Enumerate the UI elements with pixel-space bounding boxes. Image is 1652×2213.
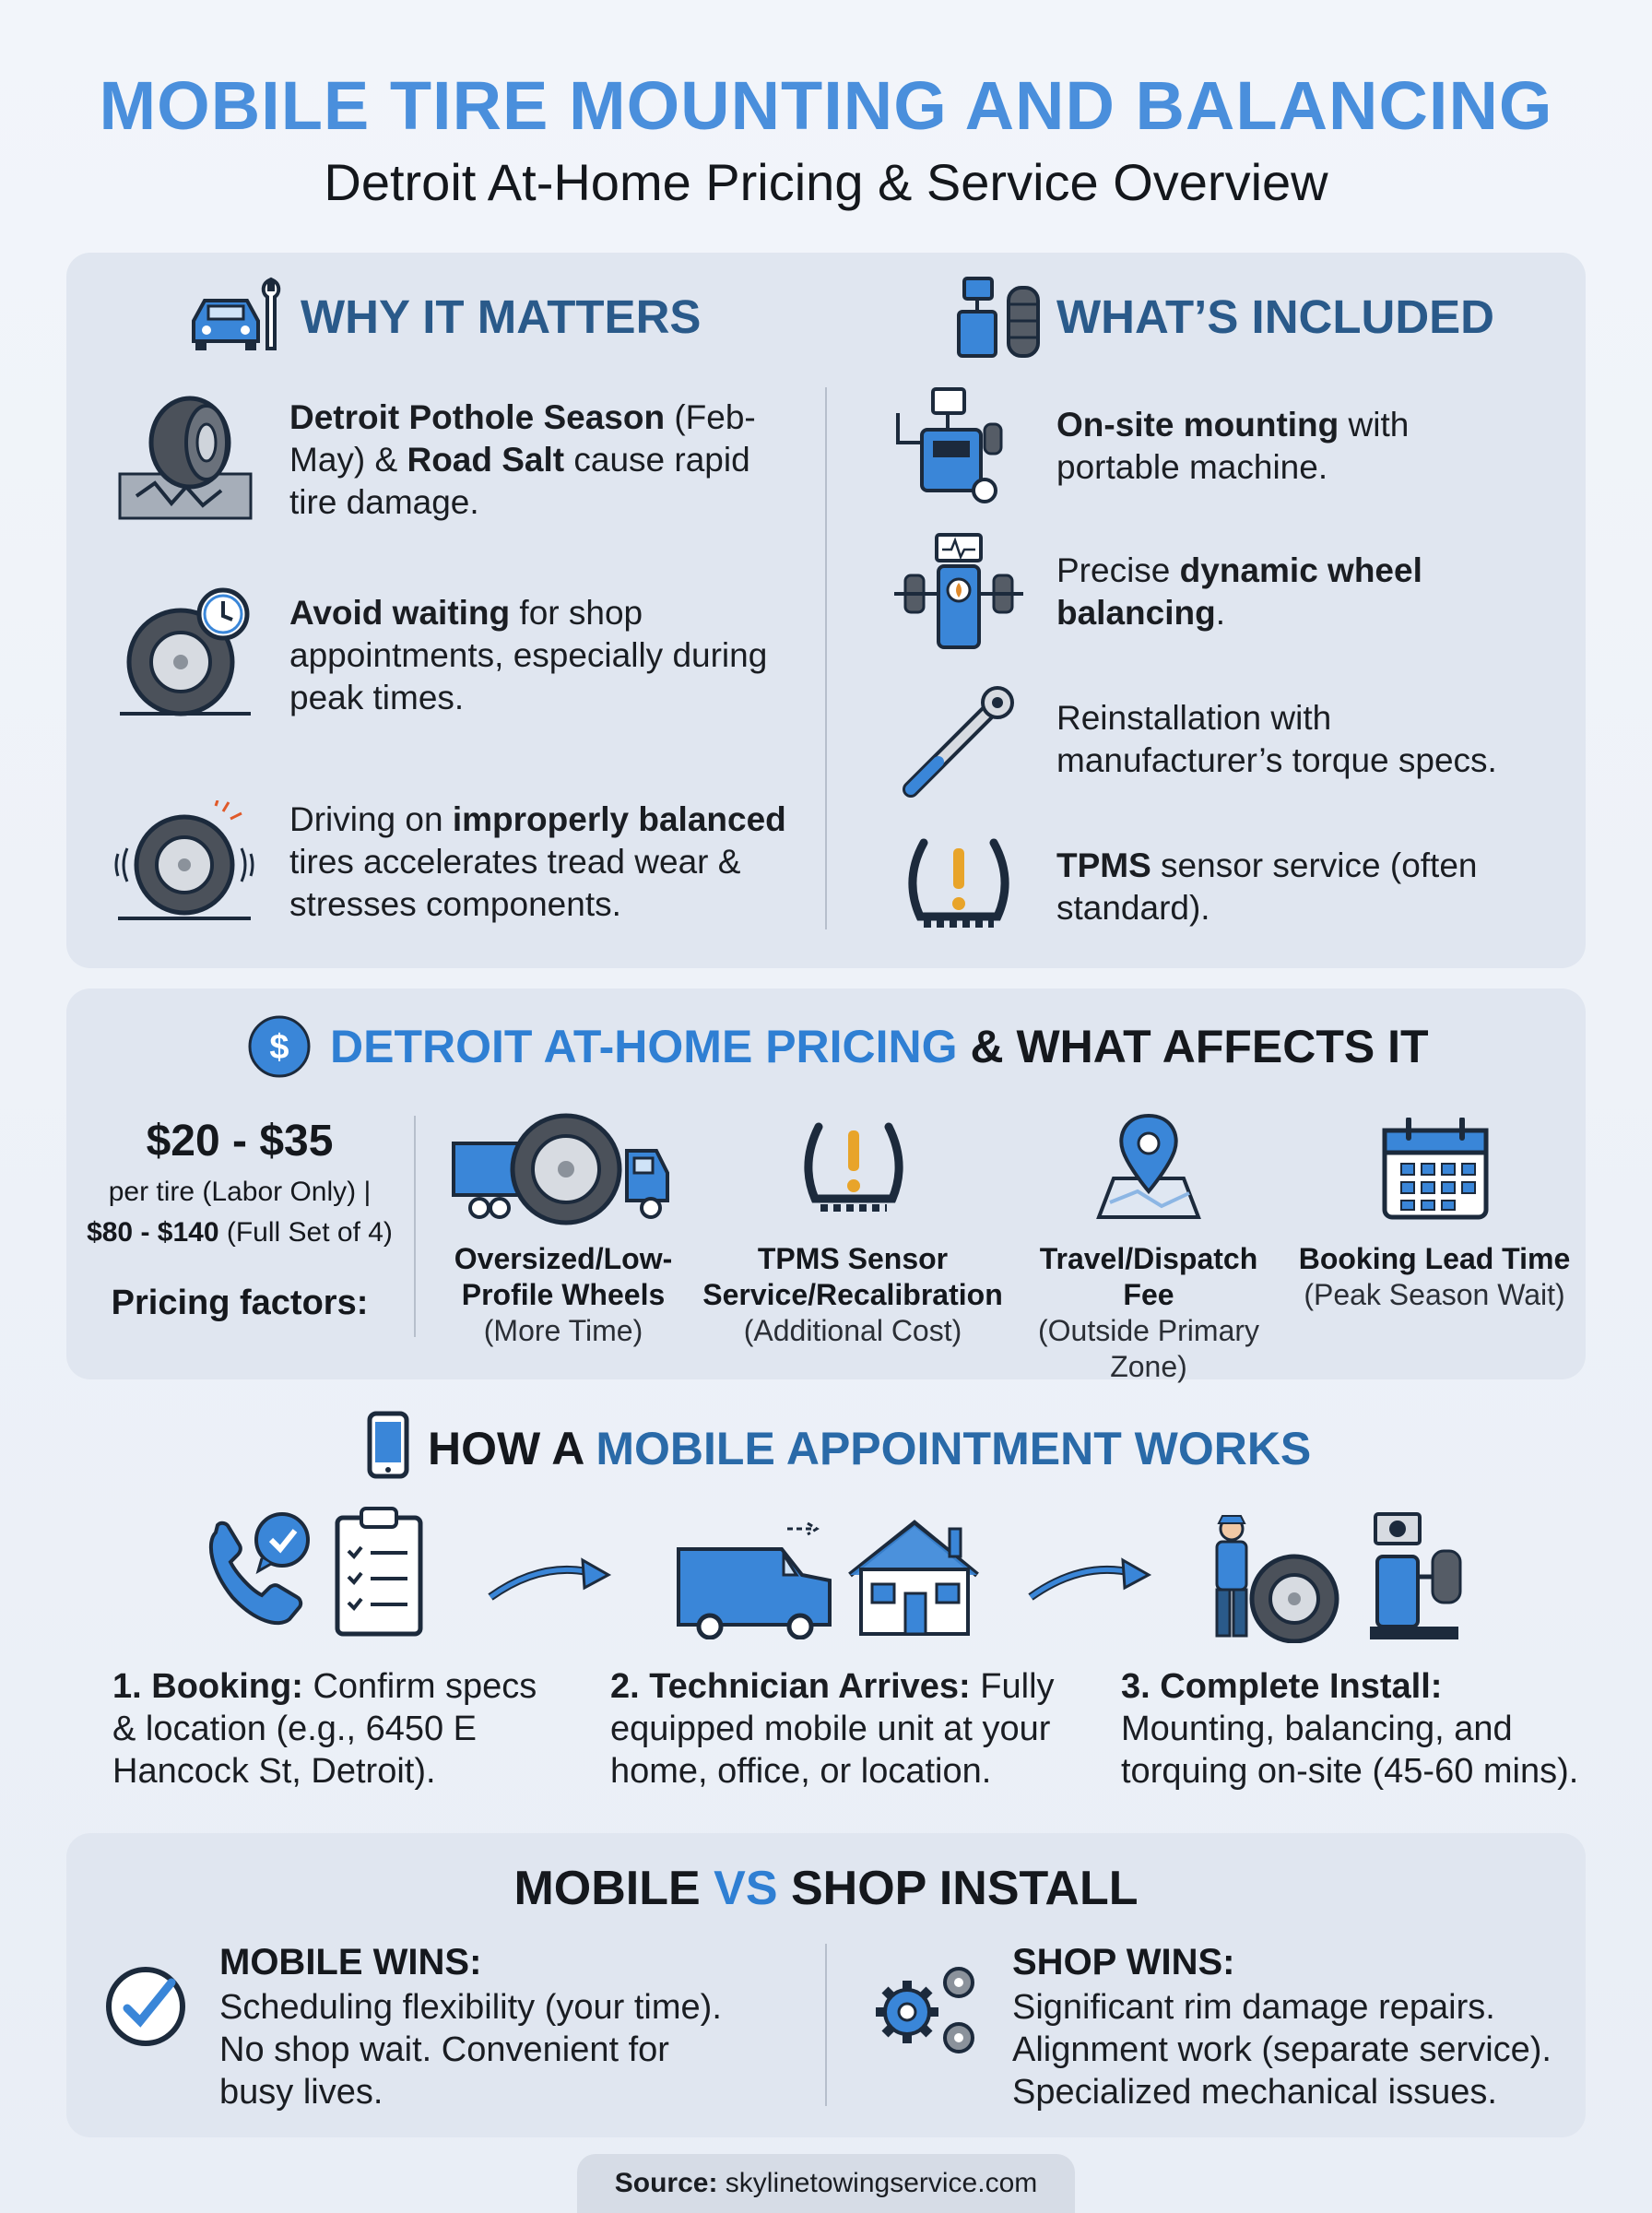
mounting-machine-icon xyxy=(896,387,1003,503)
pricing-heading: DETROIT AT-HOME PRICING & WHAT AFFECTS I… xyxy=(330,1021,1429,1072)
checkmark-circle-icon xyxy=(106,1967,185,2046)
pricing-panel xyxy=(66,988,1586,1379)
step-1: 1. Booking: Confirm specs & location (e.… xyxy=(112,1667,537,1791)
factor-4: Booking Lead Time(Peak Season Wait) xyxy=(1298,1242,1571,1311)
pothole-tire-icon xyxy=(118,396,253,520)
why-item-2: Avoid waiting for shop appointments, esp… xyxy=(289,594,768,716)
technician-install-icon xyxy=(1215,1512,1462,1643)
why-item-3: Driving on improperly balanced tires acc… xyxy=(289,800,786,923)
shop-wins-title: SHOP WINS: xyxy=(1012,1942,1235,1982)
source-footer: Source: skylinetowingservice.com xyxy=(577,2154,1075,2213)
arrow-right-icon xyxy=(488,1557,612,1601)
unbalanced-tire-icon xyxy=(114,800,254,920)
included-heading: WHAT’S INCLUDED xyxy=(1056,290,1495,343)
price-full-set: $80 - $140 (Full Set of 4) xyxy=(87,1217,393,1248)
compare-divider xyxy=(825,1944,827,2106)
car-wrench-icon xyxy=(192,277,281,350)
torque-wrench-icon xyxy=(903,686,1014,798)
why-heading: WHY IT MATTERS xyxy=(301,290,702,343)
truck-wheel-icon xyxy=(452,1113,669,1225)
smartphone-icon xyxy=(367,1411,409,1479)
factor-1: Oversized/Low-Profile Wheels(More Time) xyxy=(454,1242,673,1347)
van-house-icon xyxy=(677,1520,979,1639)
pricing-divider xyxy=(414,1116,416,1337)
dollar-icon: $ xyxy=(248,1015,311,1078)
step-3: 3. Complete Install: Mounting, balancing… xyxy=(1121,1667,1579,1791)
map-pin-icon xyxy=(1096,1114,1201,1219)
calendar-icon xyxy=(1382,1118,1489,1220)
svg-text:$: $ xyxy=(269,1028,289,1067)
factor-2: TPMS Sensor Service/Recalibration(Additi… xyxy=(702,1242,1003,1347)
included-item-4: TPMS sensor service (often standard). xyxy=(1056,846,1478,927)
mobile-wins-text: Scheduling flexibility (your time). No s… xyxy=(219,1988,722,2112)
pricing-factors-label: Pricing factors: xyxy=(111,1284,369,1322)
phone-checklist-icon xyxy=(208,1507,423,1637)
compare-heading: MOBILE VS SHOP INSTALL xyxy=(513,1862,1139,1915)
price-per-tire: per tire (Labor Only) | xyxy=(108,1177,372,1207)
price-main: $20 - $35 xyxy=(146,1117,334,1166)
balancer-icon xyxy=(894,533,1023,649)
tire-clock-icon xyxy=(120,587,251,716)
panel-divider xyxy=(825,387,827,929)
page-title: MOBILE TIRE MOUNTING AND BALANCING xyxy=(99,67,1553,144)
mobile-wins-title: MOBILE WINS: xyxy=(219,1942,482,1982)
page-subtitle: Detroit At-Home Pricing & Service Overvi… xyxy=(324,153,1328,211)
tpms-warning-icon xyxy=(908,838,1009,928)
included-item-3: Reinstallation with manufacturer’s torqu… xyxy=(1056,699,1497,779)
included-item-1: On-site mounting with portable machine. xyxy=(1056,406,1410,486)
why-item-1: Detroit Pothole Season (Feb-May) & Road … xyxy=(289,398,756,521)
factor-3: Travel/Dispatch Fee(Outside Primary Zone… xyxy=(1037,1242,1260,1383)
included-item-2: Precise dynamic wheel balancing. xyxy=(1056,551,1422,632)
arrow-right-icon-2 xyxy=(1028,1557,1152,1601)
how-heading: HOW A MOBILE APPOINTMENT WORKS xyxy=(428,1423,1312,1474)
tpms-sensor-icon xyxy=(804,1122,903,1212)
step-2: 2. Technician Arrives: Fully equipped mo… xyxy=(610,1667,1055,1791)
tire-server-icon xyxy=(957,277,1040,358)
gears-icon xyxy=(876,1967,974,2053)
shop-wins-text: Significant rim damage repairs. Alignmen… xyxy=(1012,1988,1552,2112)
